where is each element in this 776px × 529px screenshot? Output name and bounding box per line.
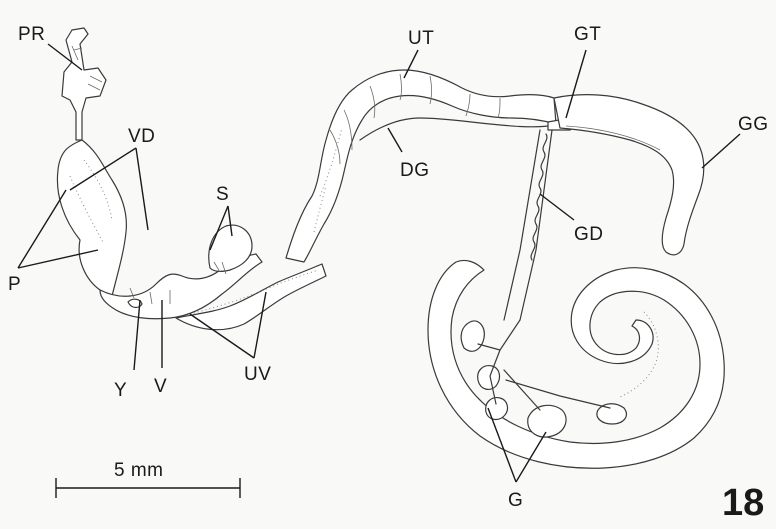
label-gd: GD bbox=[574, 224, 604, 245]
label-v: V bbox=[154, 376, 167, 397]
label-y: Y bbox=[114, 380, 127, 401]
scale-bar-label: 5 mm bbox=[114, 460, 164, 481]
penial-retractor bbox=[62, 28, 106, 140]
label-pr: PR bbox=[18, 24, 45, 45]
digestive-gland-spiral bbox=[428, 260, 724, 468]
penis bbox=[57, 140, 126, 296]
label-ut: UT bbox=[408, 28, 434, 49]
label-gt: GT bbox=[574, 24, 601, 45]
label-gg: GG bbox=[738, 114, 769, 135]
scale-bar: 5 mm bbox=[56, 460, 240, 498]
label-g: G bbox=[508, 490, 523, 511]
label-dg: DG bbox=[400, 160, 430, 181]
label-uv: UV bbox=[244, 364, 271, 385]
label-vd: VD bbox=[128, 126, 155, 147]
hermaphroditic-duct-outer bbox=[504, 130, 552, 320]
label-p: P bbox=[8, 274, 21, 295]
label-s: S bbox=[216, 184, 229, 205]
figure-number: 18 bbox=[722, 482, 764, 524]
